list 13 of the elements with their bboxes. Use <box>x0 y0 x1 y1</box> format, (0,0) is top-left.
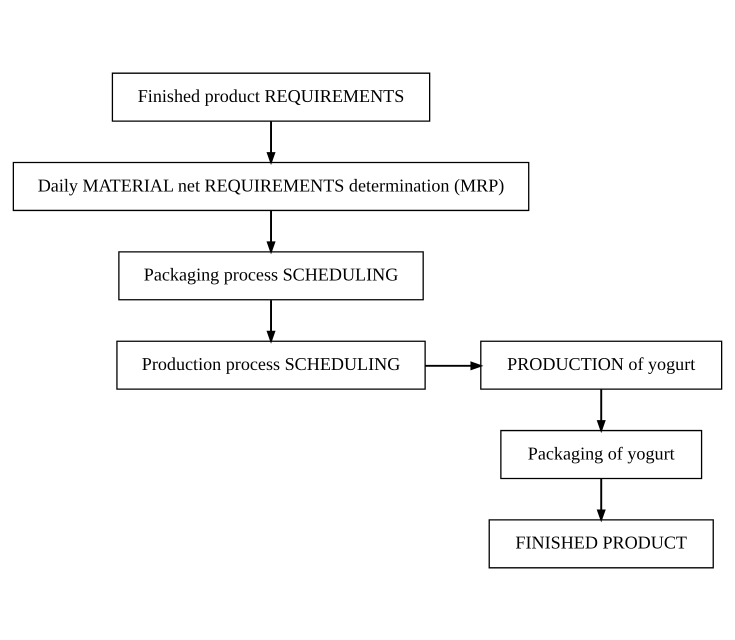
node-box: PRODUCTION of yogurt <box>480 340 722 390</box>
arrow <box>596 389 606 433</box>
arrow <box>596 478 606 522</box>
node-box: Production process SCHEDULING <box>116 340 426 390</box>
node-box: FINISHED PRODUCT <box>488 518 714 568</box>
arrow <box>426 360 484 370</box>
node-box: Daily MATERIAL net REQUIREMENTS determination (MRP) <box>12 161 530 211</box>
node-box: Packaging process SCHEDULING <box>118 250 424 300</box>
arrow <box>266 300 276 344</box>
arrow <box>266 210 276 254</box>
arrow <box>266 121 276 165</box>
node-box: Packaging of yogurt <box>500 429 702 479</box>
node-box: Finished product REQUIREMENTS <box>112 72 430 122</box>
